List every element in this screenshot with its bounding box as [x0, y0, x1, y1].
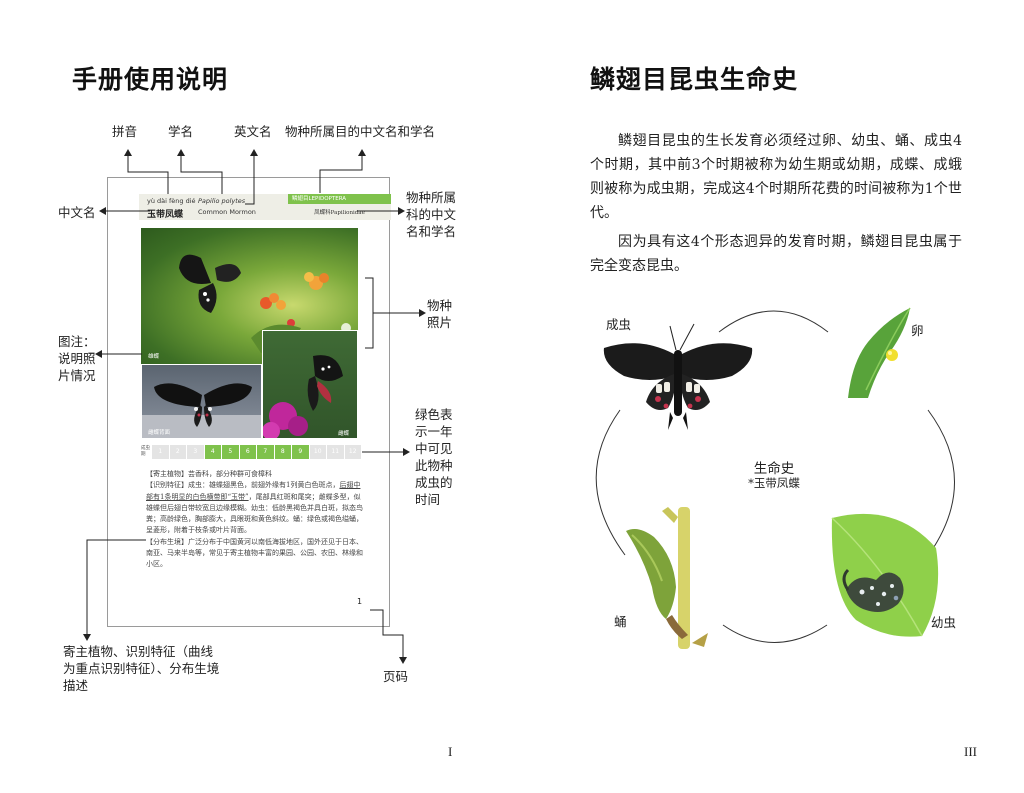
stage-label-adult: 成虫	[606, 317, 632, 332]
callout-green-months: 绿色表示一年中可见此物种成虫的时间	[415, 407, 453, 507]
month-cell: 8	[274, 445, 291, 459]
sample-left-photo: 雌蝶背面	[141, 364, 262, 439]
sample-order-band: 鳞翅目LEPIDOPTERA	[288, 194, 391, 204]
callout-photo: 物种照片	[427, 298, 453, 330]
sample-family: 凤蝶科Papilionidae	[314, 210, 365, 216]
sample-months-label: 成虫期	[141, 446, 150, 457]
month-cell: 10	[309, 445, 326, 459]
month-cell: 12	[344, 445, 361, 459]
life-cycle-paragraph-1: 鳞翅目昆虫的生长发育必须经过卵、幼虫、蛹、成虫4个时期，其中前3个时期被称为幼生…	[590, 133, 962, 221]
larva-on-leaf-image	[831, 513, 939, 637]
callout-description: 寄主植物、识别特征（曲线为重点识别特征）、分布生境描述	[63, 644, 220, 693]
stage-label-pupa: 蛹	[614, 614, 627, 629]
callout-family-name: 物种所属科的中文名和学名	[406, 190, 457, 239]
sample-chinese-name: 玉带凤蝶	[147, 210, 184, 220]
callout-caption: 图注：说明照片情况	[58, 334, 96, 383]
sample-host-plant: 【寄主植物】芸香科，部分种群可食樟科	[146, 470, 272, 478]
month-cell: 3	[187, 445, 204, 459]
sample-key-feature: 后翅中部有1条明显的白色横带即“玉带”	[146, 481, 361, 501]
sample-female-underside-image	[142, 383, 261, 438]
sample-month-strip: 成虫期 1 2 3 4 5 6 7 8 9 10 11 12	[141, 445, 361, 459]
sample-species-page: yù dài fèng dié 玉带凤蝶 Papilio polytes Com…	[107, 177, 391, 627]
life-cycle-center-title: 生命史	[753, 461, 795, 477]
callout-page-number: 页码	[383, 669, 409, 684]
sample-right-photo: 雌蝶	[262, 330, 358, 439]
sample-female-image	[263, 355, 343, 438]
sample-page-number: 1	[357, 597, 363, 606]
month-cell: 9	[292, 445, 309, 459]
month-cell: 5	[222, 445, 239, 459]
sample-caption-left: 雌蝶背面	[148, 430, 171, 436]
sample-english-name: Common Mormon	[198, 208, 256, 216]
callout-pinyin: 拼音	[112, 124, 138, 139]
month-cell: 6	[239, 445, 256, 459]
sample-description: 【寄主植物】芸香科，部分种群可食樟科 【识别特征】成虫：雄蝶翅黑色，前翅外缘有1…	[146, 469, 366, 571]
sample-caption-main: 雄蝶	[148, 354, 160, 360]
sample-caption-right: 雌蝶	[338, 431, 350, 437]
sample-pinyin: yù dài fèng dié	[147, 197, 196, 205]
egg-on-leaf-image	[848, 307, 911, 398]
month-cell: 11	[327, 445, 344, 459]
left-page-title: 手册使用说明	[72, 65, 229, 94]
callout-english-name: 英文名	[234, 124, 272, 139]
callout-chinese-name: 中文名	[58, 205, 96, 220]
month-cell: 4	[204, 445, 221, 459]
life-cycle-paragraph-2: 因为具有这4个形态迥异的发育时期，鳞翅目昆虫属于完全变态昆虫。	[590, 234, 962, 274]
right-page-title: 鳞翅目昆虫生命史	[590, 65, 799, 94]
adult-butterfly-image	[603, 323, 753, 430]
sample-identification: 【识别特征】成虫：雄蝶翅黑色，前翅外缘有1列黄白色斑点，后翅中部有1条明显的白色…	[146, 480, 366, 536]
pupa-image	[626, 507, 708, 649]
right-page-numeral: III	[964, 744, 977, 759]
stage-label-larva: 幼虫	[931, 615, 957, 630]
callout-order-name: 物种所属目的中文名和学名	[285, 124, 436, 139]
sample-identification-text-2: ，尾部具红斑和尾突；雌蝶多型，似雄蝶但后翅白带较宽且边缘模糊。幼虫：低龄黑褐色并…	[146, 492, 363, 535]
sample-identification-text: 【识别特征】成虫：雄蝶翅黑色，前翅外缘有1列黄白色斑点，	[146, 481, 340, 490]
callout-scientific-name: 学名	[168, 124, 194, 139]
stage-label-egg: 卵	[911, 323, 924, 338]
month-cell: 1	[152, 445, 169, 459]
left-page-numeral: I	[448, 744, 453, 759]
sample-distribution: 【分布生境】广泛分布于中国黄河以南低海拔地区，国外还见于日本、南亚、马来半岛等，…	[146, 537, 363, 569]
life-cycle-center-subtitle: *玉带凤蝶	[748, 476, 800, 490]
month-cell: 2	[169, 445, 186, 459]
sample-latin-name: Papilio polytes	[198, 197, 246, 205]
month-cell: 7	[257, 445, 274, 459]
